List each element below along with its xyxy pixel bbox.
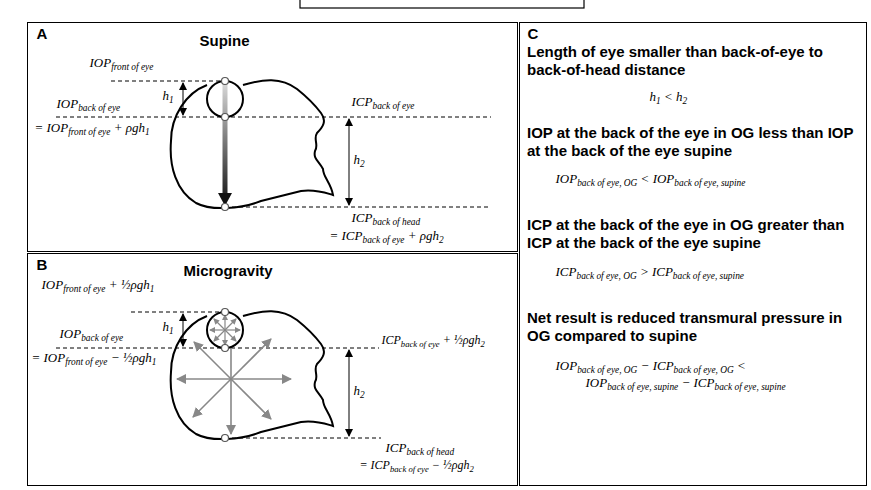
subscript: 1 [152,356,157,366]
subscript: 1 [145,126,150,136]
subscript: 1 [656,95,661,105]
inequality: h1 < h2 [650,89,688,105]
subscript: back of eye [78,102,120,112]
subscript: back of head [406,446,454,456]
subscript: 1 [169,325,174,335]
statement-text: ICP at the back of the eye in OG greater… [527,216,863,252]
dimension-label: h2 [354,383,365,399]
statement-text: IOP at the back of the eye in OG less th… [527,124,863,160]
inequality: IOPback of eye, OG − ICPback of eye, OG … [556,358,746,374]
panel-heading: Supine [200,32,250,50]
subscript: front of eye [65,356,107,366]
pressure-equation: = IOPfront of eye − ½ρgh1 [32,350,157,366]
subscript: back of eye, supine [607,382,678,392]
inequality: IOPback of eye, OG < IOPback of eye, sup… [556,171,746,187]
subscript: front of eye [63,283,105,293]
subscript: 2 [360,389,365,399]
pressure-label: ICPback of head [386,440,455,456]
inequality: IOPback of eye, supine − ICPback of eye,… [586,375,786,391]
subscript: 2 [682,95,687,105]
inequality: ICPback of eye, OG > ICPback of eye, sup… [556,264,744,280]
subscript: 1 [169,94,174,104]
subscript: back of eye [372,100,414,110]
subscript: back of eye, OG [577,365,637,375]
pressure-label: ICPback of head [352,210,421,226]
panel-heading: Microgravity [184,262,273,280]
pressure-label: IOPback of eye [57,96,121,112]
panel-letter: B [37,256,48,274]
panel-supine: A SupineIOPfront of eye h1IOPback of eye = … [27,22,518,252]
pressure-equation: ICPback of eye + ½ρgh2 [382,333,485,347]
pressure-equation: = ICPback of eye − ½ρgh2 [360,458,474,472]
cropped-box [300,0,584,8]
subscript: back of eye, OG [674,365,734,375]
subscript: 2 [470,463,474,473]
subscript: back of eye [81,332,123,342]
subscript: back of eye, supine [673,270,744,280]
subscript: front of eye [111,61,153,71]
subscript: back of eye, supine [714,382,785,392]
panel-summary: CLength of eye smaller than back-of-eye … [519,22,867,486]
panel-microgravity: B MicrogravityIOPfront of eye + ½ρgh1 h1 IO… [27,253,518,486]
pressure-equation: = IOPfront of eye + ρgh1 [35,120,150,136]
pressure-label: IOPfront of eye [90,55,154,71]
pressure-equation: IOPfront of eye + ½ρgh1 [42,277,155,293]
subscript: back of eye, OG [577,178,637,188]
subscript: back of eye, OG [576,270,636,280]
subscript: back of eye, supine [674,178,745,188]
pressure-label: IOPback of eye [60,326,124,342]
subscript: back of head [372,216,420,226]
pressure-label: ICPback of eye [352,94,415,110]
subscript: front of eye [68,126,110,136]
dimension-label: h2 [354,152,365,168]
statement-text: Length of eye smaller than back-of-eye t… [527,43,863,79]
subscript: 2 [481,338,485,348]
subscript: back of eye [390,463,429,473]
subscript: 1 [150,283,155,293]
subscript: 2 [439,234,444,244]
pressure-equation: = ICPback of eye + ρgh2 [330,228,444,244]
dimension-label: h1 [163,319,174,335]
subscript: back of eye [362,234,404,244]
dimension-label: h1 [163,88,174,104]
subscript: back of eye [401,338,440,348]
panel-letter: C [528,25,539,43]
subscript: 2 [360,158,365,168]
panel-letter: A [37,25,48,43]
statement-text: Net result is reduced transmural pressur… [527,309,863,345]
